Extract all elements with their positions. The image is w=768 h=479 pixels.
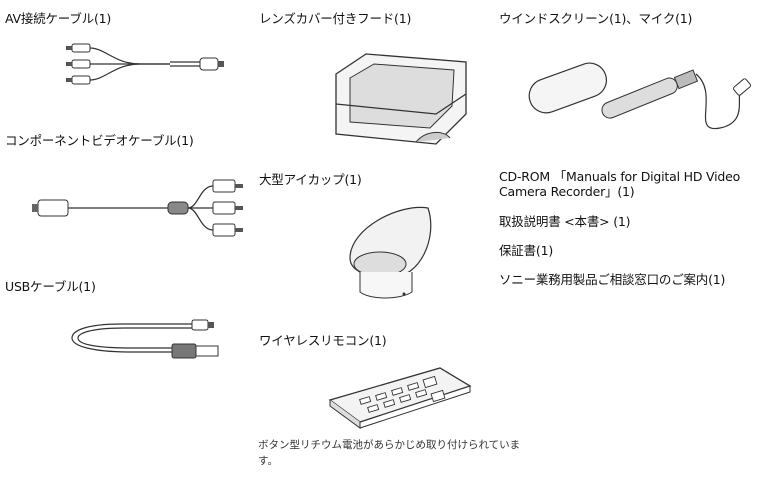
lens-hood-illustration [326, 44, 476, 154]
eyecup-label: 大型アイカップ(1) [259, 172, 362, 187]
windscreen-mic-illustration [520, 44, 768, 144]
remote-illustration [320, 360, 480, 430]
usb-cable-label: USBケーブル(1) [5, 279, 96, 294]
windscreen-mic-label: ウインドスクリーン(1)、マイク(1) [499, 11, 693, 26]
av-cable-illustration [60, 36, 230, 92]
sony-guide-label: ソニー業務用製品ご相談窓口のご案内(1) [499, 272, 726, 287]
warranty-label: 保証書(1) [499, 243, 554, 258]
av-cable-label: AV接続ケーブル(1) [5, 11, 112, 26]
component-cable-label: コンポーネントビデオケーブル(1) [5, 133, 194, 148]
usb-cable-illustration [62, 314, 232, 364]
lens-hood-label: レンズカバー付きフード(1) [259, 11, 412, 26]
component-cable-illustration [28, 172, 248, 242]
manual-label: 取扱説明書 <本書> (1) [499, 214, 631, 229]
cdrom-label: CD-ROM 「Manuals for Digital HD Video Cam… [499, 169, 741, 199]
remote-note: ボタン型リチウム電池があらかじめ取り付けられています。 [258, 439, 521, 467]
eyecup-illustration [340, 198, 440, 308]
remote-label: ワイヤレスリモコン(1) [259, 333, 387, 348]
